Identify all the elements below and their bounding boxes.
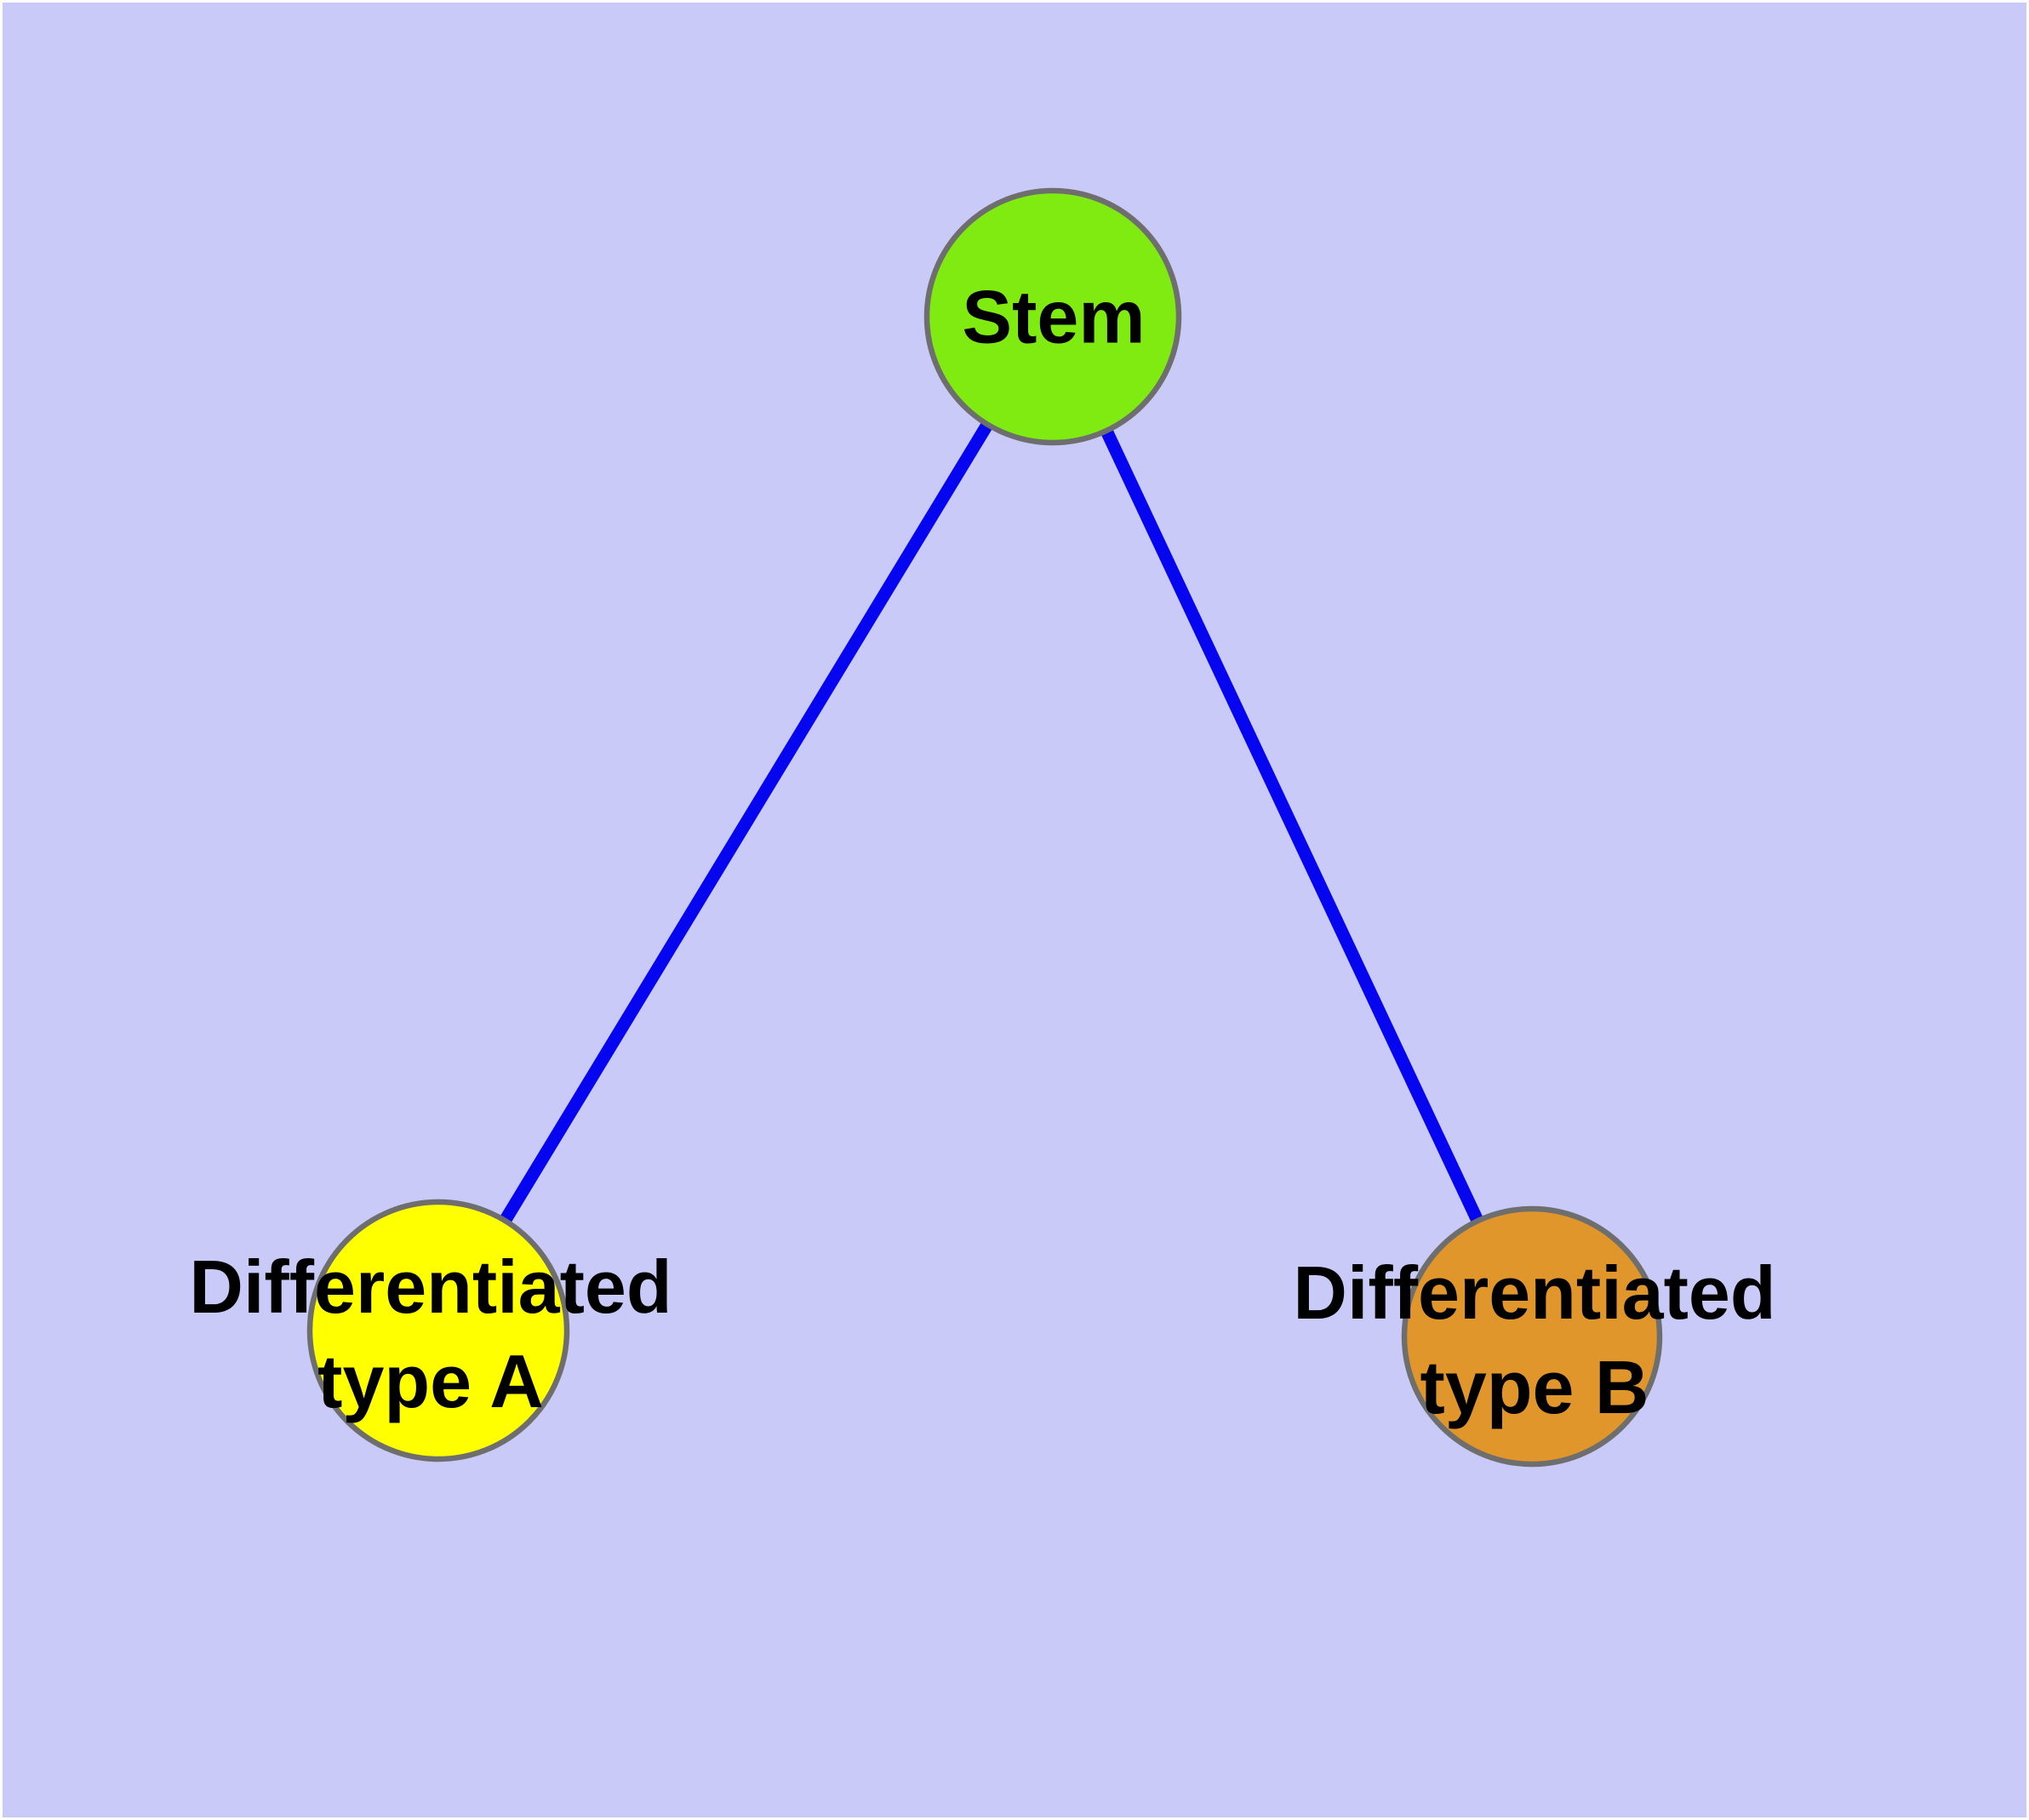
- node-differentiated-type-b-circle: [1401, 1205, 1663, 1468]
- node-differentiated-type-a-circle: [306, 1199, 570, 1462]
- edge-stem-to-type-a: [432, 313, 1059, 1334]
- edge-stem-to-type-b: [1047, 313, 1538, 1340]
- node-differentiated-type-b-label: Differentiated type B: [1293, 1251, 1776, 1429]
- node-stem-circle: [923, 187, 1182, 446]
- plot-canvas: Stem Differentiated type A Differentiate…: [3, 3, 2026, 1817]
- graph-svg: [306, 187, 1663, 1468]
- node-differentiated-type-a-label: Differentiated type A: [189, 1245, 672, 1423]
- node-stem-label: Stem: [962, 274, 1146, 359]
